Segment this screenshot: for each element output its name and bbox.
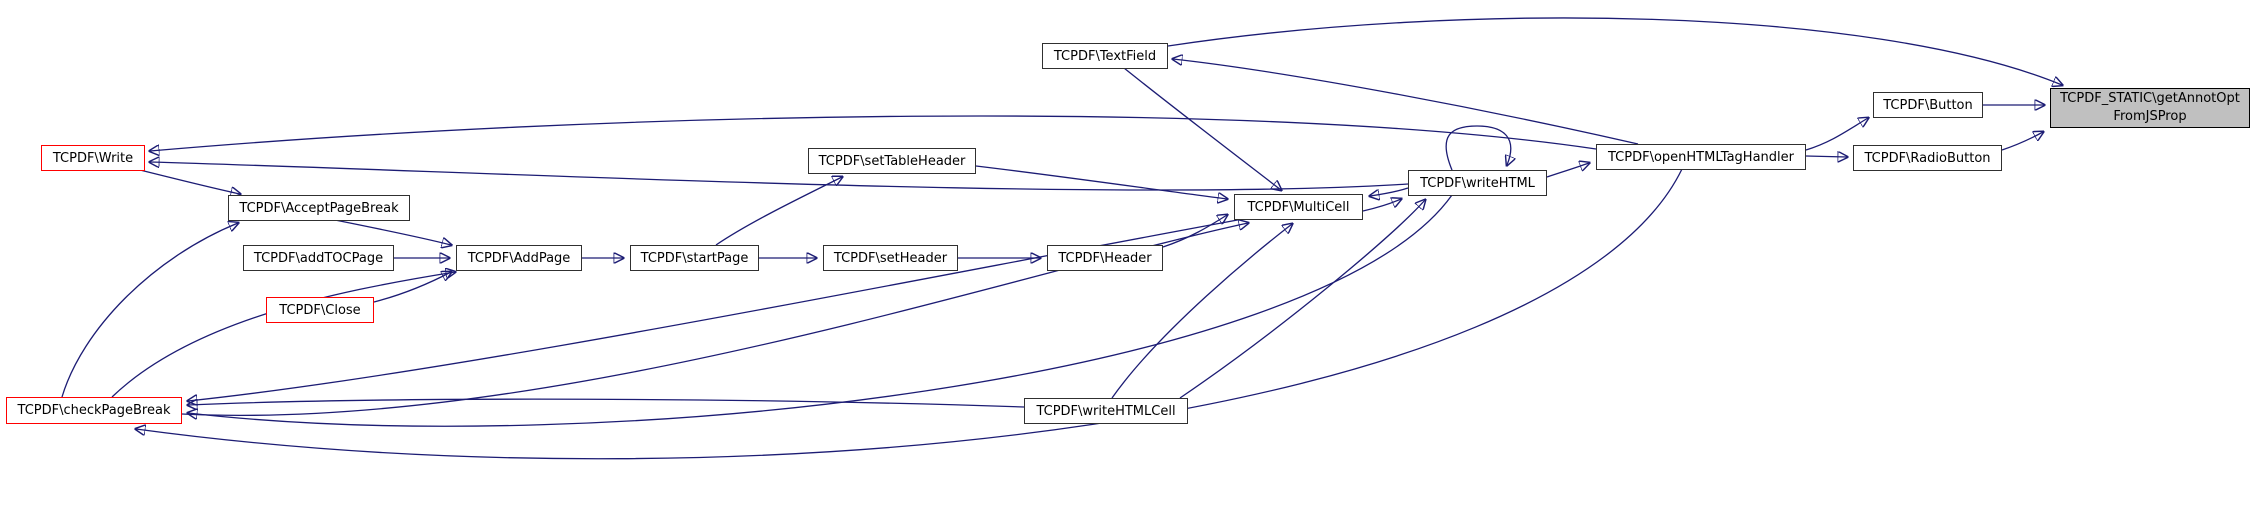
edge-writehtml-openhtmltaghandler <box>1546 163 1589 178</box>
edge-openhtmltaghandler-checkpagebreak <box>136 168 1683 460</box>
node-tcpdf-textfield[interactable]: TCPDF\TextField <box>1042 43 1168 69</box>
node-tcpdf-setheader[interactable]: TCPDF\setHeader <box>823 245 958 271</box>
edge-checkpagebreak-addpage <box>111 272 455 398</box>
edge-writehtml-selfloop <box>1445 125 1511 171</box>
edge-multicell-writehtml <box>1362 199 1401 212</box>
node-tcpdf-writehtmlcell[interactable]: TCPDF\writeHTMLCell <box>1024 398 1188 424</box>
edge-textfield-getannotopt <box>1167 17 2062 85</box>
edge-writehtmlcell-multicell <box>1111 224 1292 399</box>
node-tcpdf-startpage[interactable]: TCPDF\startPage <box>630 245 759 271</box>
node-tcpdf-static-getannotoptfromjsprop: TCPDF_STATIC\getAnnotOpt FromJSProp <box>2050 88 2250 128</box>
edge-writehtml-checkpagebreak <box>188 194 1453 427</box>
node-tcpdf-addpage[interactable]: TCPDF\AddPage <box>456 245 582 271</box>
edge-write-acceptpagebreak <box>139 169 240 194</box>
node-tcpdf-addtocpage[interactable]: TCPDF\addTOCPage <box>243 245 394 271</box>
node-tcpdf-multicell[interactable]: TCPDF\MultiCell <box>1234 194 1363 220</box>
edge-openhtmltaghandler-write <box>150 115 1597 151</box>
edge-radiobutton-getannotopt <box>2001 132 2043 151</box>
node-tcpdf-writehtml[interactable]: TCPDF\writeHTML <box>1408 170 1547 196</box>
node-tcpdf-checkpagebreak[interactable]: TCPDF\checkPageBreak <box>6 397 182 424</box>
node-tcpdf-write[interactable]: TCPDF\Write <box>41 145 145 171</box>
node-tcpdf-button[interactable]: TCPDF\Button <box>1873 92 1983 118</box>
edge-startpage-settableheader <box>715 177 842 246</box>
edge-header-multicell <box>1162 215 1227 248</box>
node-label-line1: TCPDF_STATIC\getAnnotOpt <box>2060 91 2240 106</box>
edge-settableheader-multicell <box>975 165 1227 199</box>
node-tcpdf-header[interactable]: TCPDF\Header <box>1047 245 1163 271</box>
edge-writehtml-multicell <box>1370 187 1409 196</box>
node-tcpdf-close[interactable]: TCPDF\Close <box>266 297 374 323</box>
edge-checkpagebreak-acceptpagebreak <box>61 223 238 398</box>
edge-acceptpagebreak-addpage <box>334 219 451 245</box>
node-label-line2: FromJSProp <box>2113 109 2187 124</box>
edge-writehtmlcell-checkpagebreak <box>188 398 1025 407</box>
edge-writehtmlcell-writehtml <box>1179 200 1425 399</box>
edge-writehtml-write <box>150 162 1409 191</box>
node-tcpdf-openhtmltaghandler[interactable]: TCPDF\openHTMLTagHandler <box>1596 144 1806 170</box>
edge-close-addpage <box>373 272 451 303</box>
edge-openhtmltaghandler-textfield <box>1173 59 1639 145</box>
node-tcpdf-acceptpagebreak[interactable]: TCPDF\AcceptPageBreak <box>228 195 410 221</box>
edge-openhtmltaghandler-radiobutton <box>1805 156 1847 157</box>
edge-openhtmltaghandler-button <box>1805 118 1868 151</box>
edge-textfield-multicell <box>1123 67 1281 190</box>
node-tcpdf-settableheader[interactable]: TCPDF\setTableHeader <box>808 148 976 174</box>
node-tcpdf-radiobutton[interactable]: TCPDF\RadioButton <box>1853 145 2002 171</box>
